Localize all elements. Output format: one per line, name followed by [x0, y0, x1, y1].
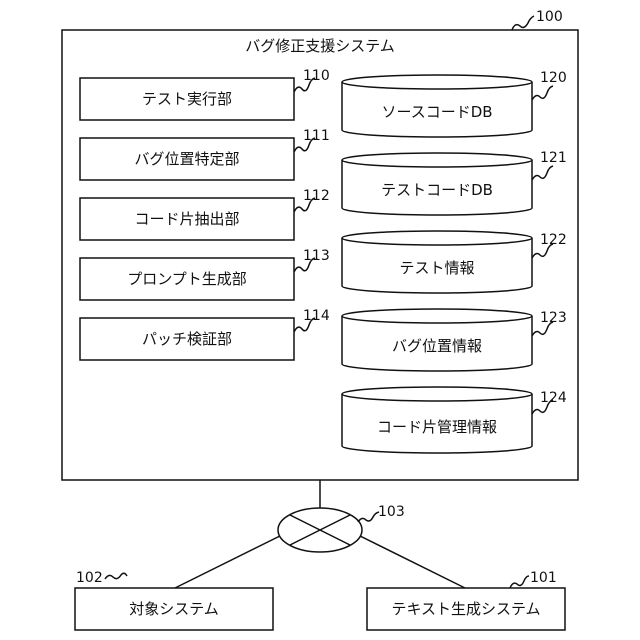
svg-text:113: 113: [303, 248, 330, 264]
svg-text:111: 111: [303, 128, 330, 144]
svg-text:123: 123: [540, 310, 567, 326]
svg-text:コード片抽出部: コード片抽出部: [134, 210, 239, 228]
network-node: 103: [278, 504, 405, 552]
svg-text:コード片管理情報: コード片管理情報: [377, 418, 497, 436]
svg-text:120: 120: [540, 70, 567, 86]
svg-text:102: 102: [76, 570, 103, 586]
text-generation-system: テキスト生成システム 101: [367, 570, 565, 630]
svg-text:122: 122: [540, 232, 567, 248]
target-system: 対象システム 102: [75, 570, 273, 630]
svg-text:プロンプト生成部: プロンプト生成部: [127, 270, 247, 288]
svg-text:テスト情報: テスト情報: [399, 259, 474, 277]
svg-text:パッチ検証部: パッチ検証部: [142, 330, 232, 348]
svg-text:バグ位置情報: バグ位置情報: [392, 337, 482, 355]
system-ref-number: 100: [536, 9, 563, 25]
network-to-text-generation-system-line: [348, 530, 465, 588]
network-ref-number: 103: [378, 504, 405, 520]
svg-text:124: 124: [540, 390, 567, 406]
svg-text:テスト実行部: テスト実行部: [142, 90, 232, 108]
svg-text:対象システム: 対象システム: [129, 600, 219, 618]
system-title: バグ修正支援システム: [245, 37, 395, 55]
system-ref-leader: [512, 16, 534, 30]
svg-text:121: 121: [540, 150, 567, 166]
svg-text:114: 114: [303, 308, 330, 324]
svg-text:ソースコードDB: ソースコードDB: [381, 103, 492, 121]
svg-text:バグ位置特定部: バグ位置特定部: [134, 150, 239, 168]
svg-text:テストコードDB: テストコードDB: [381, 181, 493, 199]
svg-text:テキスト生成システム: テキスト生成システム: [391, 600, 540, 618]
svg-text:110: 110: [303, 68, 330, 84]
svg-text:101: 101: [530, 570, 557, 586]
network-to-target-system-line: [175, 530, 292, 588]
svg-text:112: 112: [303, 188, 330, 204]
